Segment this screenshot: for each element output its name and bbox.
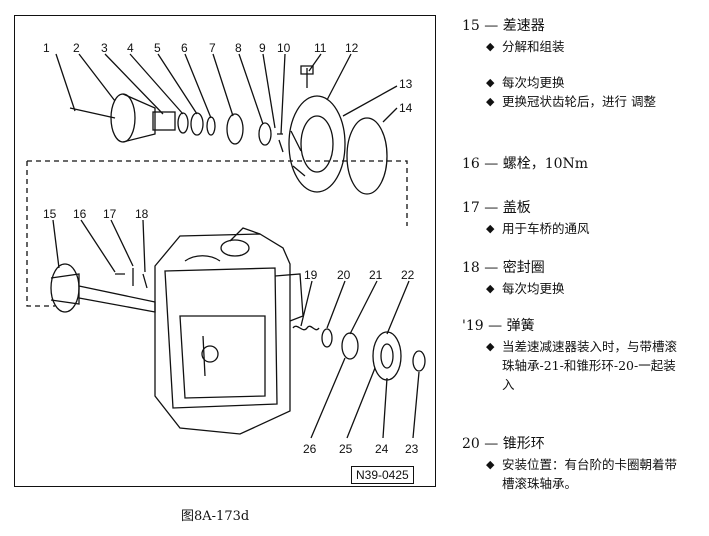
callout-3: 3 (101, 41, 108, 55)
exploded-view-drawing: 1 2 3 4 5 6 7 8 9 10 11 12 13 14 15 16 1… (26, 41, 426, 456)
legend-title: 15 — 差速器 (462, 18, 545, 34)
legend-note: ◆ 更换冠状齿轮后，进行 调整 (486, 94, 656, 109)
callout-22: 22 (401, 268, 415, 282)
part-callouts: 1 2 3 4 5 6 7 8 9 10 11 12 13 14 15 16 1… (43, 41, 419, 456)
exploded-view-frame: 1 2 3 4 5 6 7 8 9 10 11 12 13 14 15 16 1… (14, 15, 436, 487)
legend-note: ◆ 用于车桥的通风 (486, 221, 590, 236)
legend-entry-20: 20 — 锥形环 ◆ 安装位置：有台阶的卡圈朝着带槽滚珠轴承。 (462, 434, 702, 493)
callout-20: 20 (337, 268, 351, 282)
callout-5: 5 (154, 41, 161, 55)
callout-16: 16 (73, 207, 87, 221)
callout-15: 15 (43, 207, 57, 221)
callout-7: 7 (209, 41, 216, 55)
legend-note: ◆ 分解和组装 (486, 39, 565, 54)
legend-title: 16 — 螺栓，10Nm (462, 156, 589, 172)
diamond-bullet-icon: ◆ (486, 340, 495, 353)
callout-21: 21 (369, 268, 383, 282)
legend-note: ◆ 当差速减速器装入时，与带槽滚珠轴承-21-和锥形环-20-一起装入 (486, 339, 678, 392)
callout-6: 6 (181, 41, 188, 55)
callout-19: 19 (304, 268, 318, 282)
legend-note: ◆ 每次均更换 (486, 281, 565, 296)
legend-note: ◆ 每次均更换 (486, 75, 565, 90)
drawing-lines (26, 53, 426, 439)
callout-26: 26 (303, 442, 317, 456)
legend-title: 17 — 盖板 (462, 200, 531, 216)
legend-note: ◆ 安装位置：有台阶的卡圈朝着带槽滚珠轴承。 (486, 457, 678, 491)
diamond-bullet-icon: ◆ (486, 40, 495, 53)
legend-entry-18: 18 — 密封圈 ◆ 每次均更换 (462, 258, 702, 298)
diamond-bullet-icon: ◆ (486, 458, 495, 471)
legend-title: 18 — 密封圈 (462, 260, 545, 276)
callout-11: 11 (314, 41, 327, 55)
callout-24: 24 (375, 442, 389, 456)
callout-4: 4 (127, 41, 134, 55)
legend-title: 20 — 锥形环 (462, 436, 545, 452)
diamond-bullet-icon: ◆ (486, 95, 495, 108)
callout-2: 2 (73, 41, 80, 55)
legend-entry-16: 16 — 螺栓，10Nm (462, 154, 702, 174)
legend-entry-19: '19 — 弹簧 ◆ 当差速减速器装入时，与带槽滚珠轴承-21-和锥形环-20-… (462, 316, 702, 394)
diamond-bullet-icon: ◆ (486, 76, 495, 89)
figure-caption: 图8A-173d (181, 509, 250, 524)
diamond-bullet-icon: ◆ (486, 222, 495, 235)
callout-1: 1 (43, 41, 50, 55)
callout-9: 9 (259, 41, 266, 55)
legend-entry-15: 15 — 差速器 ◆ 分解和组装 ◆ 每次均更换 ◆ 更换冠状齿轮后，进行 调整 (462, 16, 702, 111)
callout-10: 10 (277, 41, 291, 55)
callout-25: 25 (339, 442, 353, 456)
callout-14: 14 (399, 101, 413, 115)
drawing-code-box: N39-0425 (351, 466, 414, 484)
callout-17: 17 (103, 207, 117, 221)
legend-title: '19 — 弹簧 (462, 318, 535, 334)
legend-entry-17: 17 — 盖板 ◆ 用于车桥的通风 (462, 198, 702, 238)
diamond-bullet-icon: ◆ (486, 282, 495, 295)
callout-8: 8 (235, 41, 242, 55)
callout-12: 12 (345, 41, 359, 55)
callout-18: 18 (135, 207, 149, 221)
callout-23: 23 (405, 442, 419, 456)
callout-13: 13 (399, 77, 413, 91)
